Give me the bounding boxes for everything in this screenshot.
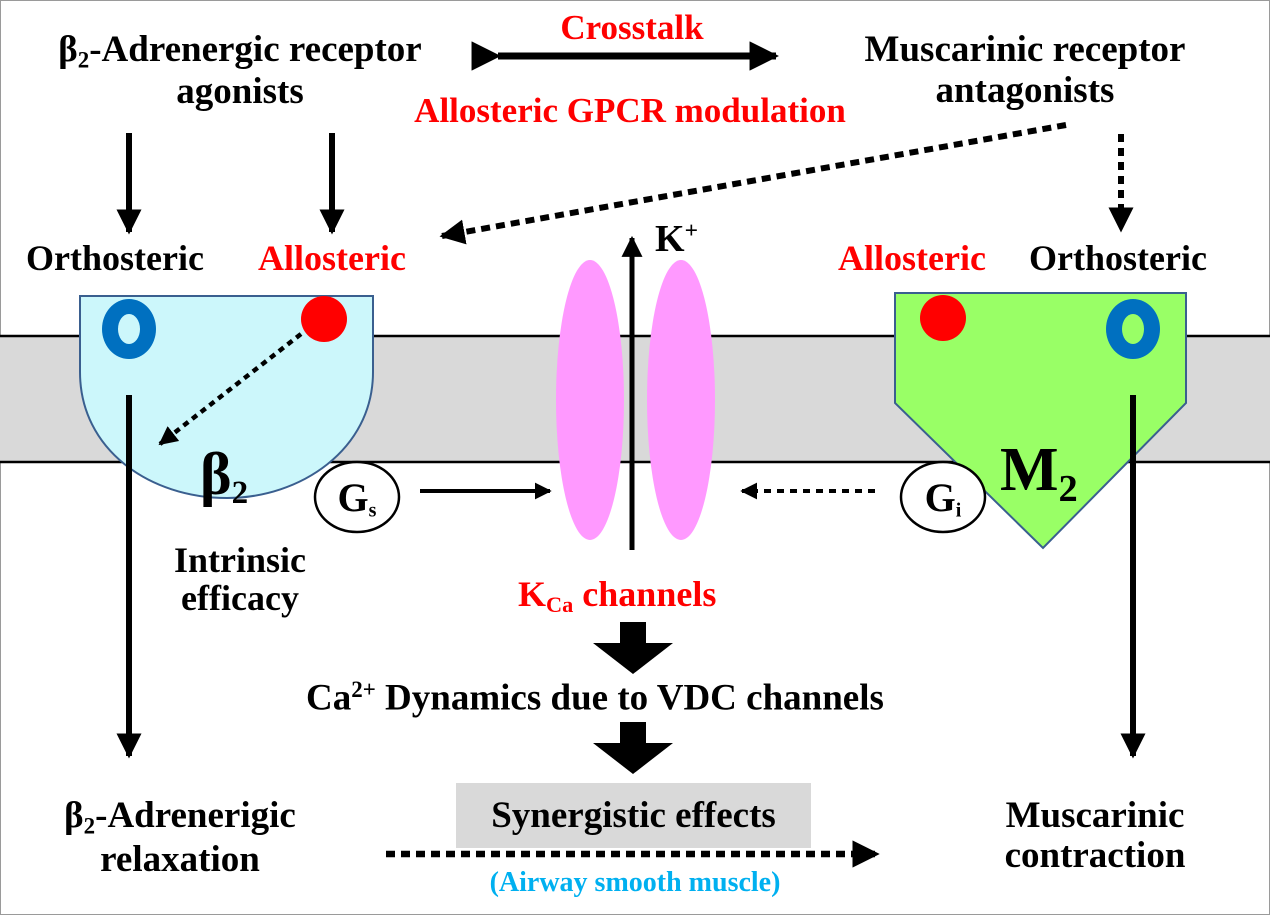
kca-channels-label: KCa channels (518, 576, 716, 617)
beta2-relaxation-line2: relaxation (100, 839, 260, 881)
muscarinic-contraction-label: Muscarinic contraction (960, 797, 1230, 874)
m2-allosteric-label: Allosteric (838, 238, 986, 278)
channel-to-calcium-block-arrow (593, 622, 673, 674)
beta2-agonists-line1: -Adrenergic receptor (89, 29, 422, 70)
crosstalk-label: Crosstalk (560, 8, 704, 47)
m2-orthosteric-label: Orthosteric (1029, 238, 1207, 278)
muscarinic-antagonists-line1: Muscarinic receptor (864, 29, 1186, 70)
gs-protein-label: Gs (315, 478, 399, 521)
intrinsic-efficacy-line2: efficacy (181, 578, 299, 618)
calcium-symbol: Ca (306, 677, 352, 719)
allosteric-gpcr-modulation-label: Allosteric GPCR modulation (414, 91, 846, 130)
synergistic-effects-box (456, 783, 811, 848)
muscarinic-contraction-line2: contraction (1004, 835, 1186, 876)
beta-symbol: β (58, 29, 78, 70)
gi-protein-label: Gi (901, 478, 985, 521)
gs-subscript: s (368, 499, 377, 522)
beta2-relaxation-line1: -Adrenerigic (95, 795, 296, 836)
relaxation-beta-symbol: β (64, 795, 84, 836)
allosteric-to-orthosteric-arrow (158, 332, 303, 446)
relaxation-beta-subscript: 2 (83, 813, 96, 839)
antagonist-to-beta2-allosteric-arrow (439, 122, 1067, 245)
kca-channel-right-subunit (647, 260, 715, 540)
m2-receptor-label: M2 (1000, 439, 1078, 508)
potassium-charge: + (684, 218, 698, 245)
intrinsic-efficacy-line1: Intrinsic (173, 540, 306, 580)
kca-subscript: Ca (546, 592, 574, 618)
m2-orthosteric-site-icon (1106, 299, 1160, 359)
synergistic-effects-label: Synergistic effects (491, 795, 776, 836)
beta2-receptor-label: β2 (200, 444, 248, 510)
gi-symbol: G (924, 475, 956, 520)
calcium-dynamics-text: Dynamics due to VDC channels (375, 677, 884, 719)
beta2-orthosteric-site-icon (102, 299, 156, 359)
m2-allosteric-site-icon (920, 295, 966, 341)
intrinsic-efficacy-label: Intrinsic efficacy (150, 542, 330, 616)
beta2-receptor-subscript: 2 (231, 475, 249, 512)
m2-receptor-subscript: 2 (1058, 467, 1078, 510)
potassium-symbol: K (655, 218, 685, 260)
muscarinic-antagonists-label: Muscarinic receptor antagonists (820, 31, 1230, 109)
gs-symbol: G (337, 475, 369, 520)
calcium-charge: 2+ (351, 677, 376, 702)
muscarinic-contraction-line1: Muscarinic (1005, 795, 1185, 836)
muscarinic-antagonists-line2: antagonists (935, 70, 1115, 111)
gi-protein-shape (899, 460, 987, 534)
m2-receptor-symbol: M (1000, 436, 1059, 504)
calcium-to-synergy-block-arrow (593, 722, 673, 774)
beta2-allosteric-label: Allosteric (258, 238, 406, 278)
airway-smooth-muscle-label: (Airway smooth muscle) (489, 867, 781, 898)
kca-channels-text: channels (573, 574, 717, 614)
kca-symbol: K (518, 574, 547, 614)
beta2-agonists-label: β2-Adrenergic receptor agonists (20, 31, 460, 110)
beta2-allosteric-site-icon (301, 296, 347, 342)
m2-receptor-shape (894, 292, 1187, 550)
beta2-orthosteric-label: Orthosteric (26, 238, 204, 278)
beta2-receptor-symbol: β (200, 441, 232, 507)
calcium-dynamics-label: Ca2+ Dynamics due to VDC channels (306, 677, 884, 719)
potassium-ion-label: K+ (655, 218, 698, 260)
gs-protein-shape (313, 460, 401, 534)
kca-channel-left-subunit (556, 260, 624, 540)
gi-subscript: i (955, 499, 962, 522)
beta2-receptor-shape (79, 295, 374, 500)
beta2-relaxation-label: β2-Adrenerigic relaxation (30, 797, 330, 878)
beta2-agonists-line2: agonists (176, 71, 304, 113)
beta-subscript: 2 (77, 47, 90, 73)
